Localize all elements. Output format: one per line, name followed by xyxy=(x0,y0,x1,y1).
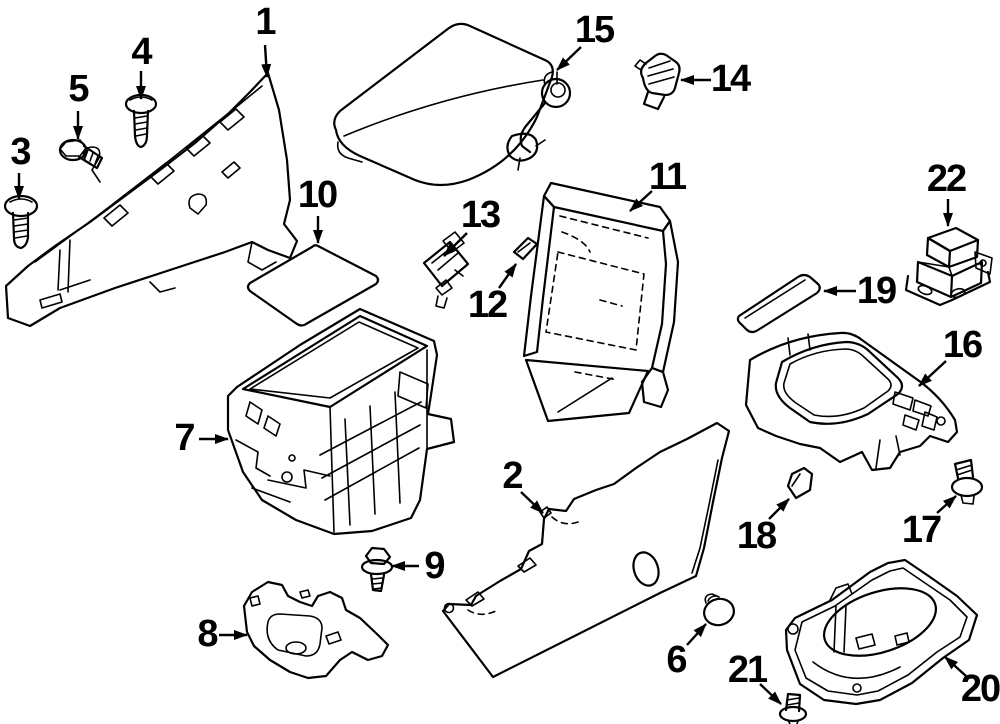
part-3-screw-shape xyxy=(3,194,39,250)
callout-label-13[interactable]: 13 xyxy=(460,194,501,236)
callout-label-11[interactable]: 11 xyxy=(648,156,687,198)
part-10-console-mat-shape xyxy=(246,244,380,327)
part-22-switch-unit-shape xyxy=(904,226,993,307)
part-12-clip-shape xyxy=(512,236,539,261)
callout-label-21[interactable]: 21 xyxy=(727,649,768,691)
callout-label-7[interactable]: 7 xyxy=(174,417,195,459)
callout-arrow-17 xyxy=(936,495,957,514)
part-18-clip-shape xyxy=(786,466,814,500)
part-5-bolt-shape xyxy=(58,138,104,170)
callout-label-6[interactable]: 6 xyxy=(666,639,687,681)
callout-arrow-18 xyxy=(768,498,790,520)
callout-arrow-16 xyxy=(918,360,947,387)
callout-label-20[interactable]: 20 xyxy=(960,668,1000,710)
part-13-switch-shape xyxy=(422,231,470,309)
callout-arrow-6 xyxy=(686,623,707,646)
part-19-trim-strip-shape xyxy=(736,273,821,334)
callout-arrow-11 xyxy=(629,190,653,212)
callout-label-18[interactable]: 18 xyxy=(736,515,777,557)
callout-label-17[interactable]: 17 xyxy=(901,509,942,551)
part-4-screw-shape xyxy=(124,93,158,149)
callout-label-5[interactable]: 5 xyxy=(68,68,89,110)
callout-arrow-20 xyxy=(944,656,967,677)
callout-label-19[interactable]: 19 xyxy=(856,270,897,312)
callout-label-2[interactable]: 2 xyxy=(502,455,523,497)
part-8-bracket-cover-shape xyxy=(242,580,390,680)
part-1-side-trim-panel-shape xyxy=(4,71,299,328)
callout-label-3[interactable]: 3 xyxy=(10,131,31,173)
callout-label-9[interactable]: 9 xyxy=(424,545,445,587)
callout-arrow-2 xyxy=(520,491,544,514)
part-17-screw-shape xyxy=(950,458,984,505)
callout-arrow-21 xyxy=(759,683,782,705)
callout-label-14[interactable]: 14 xyxy=(710,58,751,100)
part-11-rear-finisher-shape xyxy=(522,181,680,423)
callout-label-1[interactable]: 1 xyxy=(255,1,276,43)
callout-label-22[interactable]: 22 xyxy=(926,158,967,200)
callout-label-12[interactable]: 12 xyxy=(467,284,508,326)
callout-label-16[interactable]: 16 xyxy=(942,324,983,366)
part-16-upper-finisher-shape xyxy=(744,331,959,472)
part-15-armrest-lid-shape xyxy=(333,22,572,187)
part-7-console-body-shape xyxy=(226,307,456,536)
part-20-storage-bin-shape xyxy=(784,558,979,706)
callout-label-10[interactable]: 10 xyxy=(297,174,338,216)
callout-arrow-13 xyxy=(443,232,468,257)
part-2-side-panel-shape xyxy=(441,421,731,679)
callout-arrow-15 xyxy=(556,46,582,71)
part-9-bolt-shape xyxy=(360,546,394,593)
part-14-grommet-shape xyxy=(634,52,681,111)
callout-label-15[interactable]: 15 xyxy=(574,9,615,51)
callout-label-8[interactable]: 8 xyxy=(197,613,218,655)
part-21-screw-shape xyxy=(778,692,808,724)
callout-label-4[interactable]: 4 xyxy=(131,31,152,73)
callout-arrows xyxy=(14,44,967,705)
part-6-cap-shape xyxy=(703,593,735,627)
callout-arrow-12 xyxy=(498,263,517,289)
callout-arrow-1 xyxy=(261,44,272,78)
